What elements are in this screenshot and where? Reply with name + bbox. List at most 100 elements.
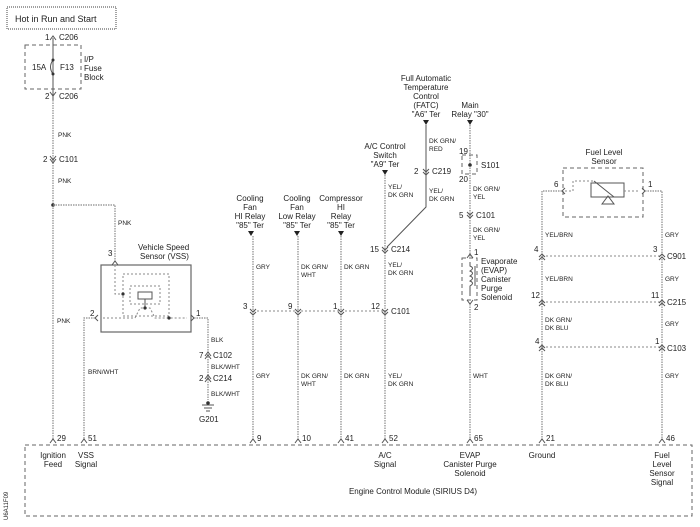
vss-pin3-connector-icon: [111, 260, 119, 266]
wire-color-wht: WHT: [473, 373, 488, 380]
ecm-pin-connector-icon: [658, 438, 666, 444]
c102-label: C102: [213, 351, 233, 360]
relay-cooling-fan-low: Cooling Fan Low Relay "85" Ter DK GRN/ W…: [278, 194, 328, 440]
fatc-label: Full Automatic: [401, 74, 451, 83]
c901-connector-icon: [538, 253, 546, 261]
relay-label: HI Relay: [235, 212, 266, 221]
main-relay-label-2: Relay "30": [451, 110, 488, 119]
evap-pin-2: 2: [474, 303, 479, 312]
fuse-terminal-bottom: [51, 72, 55, 76]
c102-pin: 7: [199, 351, 204, 360]
fuse-amp: 15A: [32, 63, 47, 72]
vss-title: Vehicle Speed: [138, 243, 189, 252]
relay-label: Low Relay: [278, 212, 315, 221]
fuel-sensor-box: [562, 167, 644, 218]
wire-color-pnk-3: PNK: [118, 220, 132, 227]
wire-color: GRY: [256, 373, 271, 380]
wire-fatc: [386, 125, 427, 248]
c219-pin: 2: [414, 167, 419, 176]
c101-pin-5: 5: [459, 211, 464, 220]
c103-pin-1: 1: [655, 337, 660, 346]
c103-pin-4: 4: [535, 337, 540, 346]
ecm-pin-connector-icon: [80, 438, 88, 444]
wire-blk-ground: [194, 317, 209, 400]
relay-label: Compressor: [319, 194, 363, 203]
float-arrow-icon: [601, 195, 615, 205]
c103-connector-icon: [658, 344, 666, 352]
ecm-module-box: [24, 444, 693, 517]
wire-color: DK GRN/: [301, 373, 328, 380]
wire-color: DK GRN: [344, 264, 370, 271]
fuel-sensor-pin-1: 1: [648, 180, 653, 189]
connector-c102-icon: [204, 351, 212, 360]
terminal-arrow-icon: [248, 231, 254, 236]
fuel-sensor-pin-6: 6: [554, 180, 559, 189]
ecm-pin-10: 10: [302, 434, 311, 443]
wire-color: DK BLU: [545, 325, 569, 332]
ecm-label-fuel-level-3: Sensor: [649, 469, 675, 478]
c214-connector-icon: [381, 246, 389, 254]
c101-label-main: C101: [476, 211, 496, 220]
connector-c101-icon: [49, 155, 57, 164]
wire-color-blk-wht-2: BLK/WHT: [211, 391, 240, 398]
ac-switch-label-2: Switch: [373, 151, 397, 160]
ecm-label-fuel-level-4: Signal: [651, 478, 673, 487]
ecm-pin-51: 51: [88, 434, 97, 443]
c101-connector-icon: [294, 308, 302, 316]
fatc-label-4: (FATC): [413, 101, 439, 110]
ecm-pin-41: 41: [345, 434, 354, 443]
ecm-pin-connector-icon: [49, 438, 57, 444]
c101-pin: 3: [243, 302, 248, 311]
c215-label: C215: [667, 298, 687, 307]
ecm-pin-9: 9: [257, 434, 262, 443]
fuse-block-label-2: Fuse: [84, 64, 102, 73]
fuse-top-pin: 1: [45, 33, 50, 42]
fuse-block-label-3: Block: [84, 73, 105, 82]
c101-connector-icon: [381, 308, 389, 316]
relay-label: Relay: [331, 212, 351, 221]
ecm-pin-connector-icon: [337, 438, 345, 444]
c219-connector-icon: [422, 168, 430, 176]
c101-pin-12: 12: [371, 302, 380, 311]
wire-pnk-vss: [53, 204, 116, 262]
splice-s101-box: [461, 154, 478, 175]
wire-color: YEL/BRN: [545, 276, 573, 283]
wire-color: DK GRN: [429, 196, 455, 203]
ecm-pin-65: 65: [474, 434, 483, 443]
relay-cooling-fan-hi: Cooling Fan HI Relay "85" Ter GRY GRY 3: [235, 194, 271, 440]
ecm-pin-connector-icon: [249, 438, 257, 444]
wire-color-pnk: PNK: [58, 132, 72, 139]
ecm-pin-connector-icon: [466, 438, 474, 444]
wire-color: DK GRN/: [545, 317, 572, 324]
c214-label: C214: [213, 374, 233, 383]
ground-icon: [202, 404, 214, 412]
wire-color: YEL/: [429, 188, 443, 195]
wire-color: WHT: [301, 381, 316, 388]
vss-node-1: [121, 292, 125, 296]
fuel-sensor-internal-wire: [565, 180, 594, 192]
c219-label: C219: [432, 167, 452, 176]
c103-connector-icon: [538, 344, 546, 352]
vss-element-icon: [137, 291, 153, 300]
evap-label-5: Solenoid: [481, 293, 512, 302]
fuse-bottom-conn: C206: [59, 92, 79, 101]
relay-label: HI: [337, 203, 345, 212]
ecm-pin-connector-icon: [294, 438, 302, 444]
ecm-pin-arrows: [49, 438, 666, 444]
ecm-label-ignition-feed-2: Feed: [44, 460, 62, 469]
ecm-pin-46: 46: [666, 434, 675, 443]
relay-label: Fan: [243, 203, 257, 212]
wire-color: GRY: [256, 264, 271, 271]
power-source-box: [6, 6, 117, 30]
wire-color: WHT: [301, 272, 316, 279]
wire-color: YEL/: [388, 184, 402, 191]
wire-color: YEL: [473, 194, 486, 201]
fuse-terminal-top: [51, 58, 55, 62]
fuel-pin1-connector-icon: [641, 187, 646, 195]
ac-switch-label: A/C Control: [364, 142, 406, 151]
main-relay-label: Main: [461, 101, 478, 110]
relay-compressor-hi: Compressor HI Relay "85" Ter DK GRN DK G…: [319, 194, 370, 440]
terminal-arrow-icon: [423, 120, 429, 125]
evap-pin-1: 1: [474, 248, 479, 257]
